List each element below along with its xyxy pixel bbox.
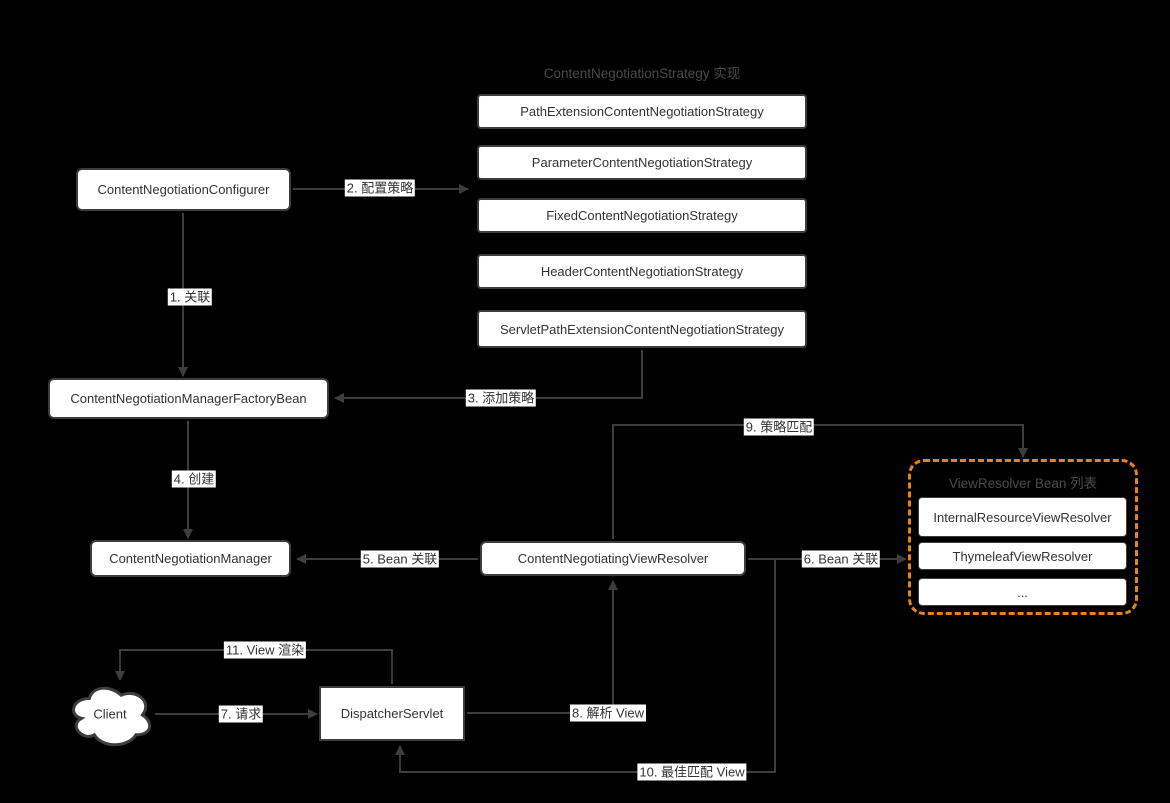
node-configurer: ContentNegotiationConfigurer — [76, 168, 291, 211]
node-internal-resource-view-resolver: InternalResourceViewResolver — [918, 497, 1127, 537]
viewresolver-group-title: ViewResolver Bean 列表 — [948, 476, 1098, 491]
edge-label-7: 7. 请求 — [218, 705, 264, 723]
node-resolver-ellipsis: ... — [918, 578, 1127, 606]
node-header-strategy: HeaderContentNegotiationStrategy — [477, 254, 807, 289]
edge-label-8: 8. 解析 View — [569, 704, 647, 722]
node-path-extension-strategy: PathExtensionContentNegotiationStrategy — [477, 94, 807, 129]
viewresolver-group — [908, 459, 1138, 615]
node-servlet-path-strategy: ServletPathExtensionContentNegotiationSt… — [477, 310, 807, 348]
edge-label-6: 6. Bean 关联 — [801, 550, 881, 568]
edge-label-2: 2. 配置策略 — [344, 179, 416, 197]
client-cloud — [72, 686, 152, 747]
edge-label-5: 5. Bean 关联 — [360, 550, 440, 568]
node-thymeleaf-view-resolver: ThymeleafViewResolver — [918, 542, 1127, 570]
edge-label-3: 3. 添加策略 — [465, 389, 537, 407]
edge-resolve-view — [467, 580, 618, 714]
edge-strategy-match — [612, 424, 1028, 539]
edge-label-1: 1. 关联 — [167, 288, 213, 306]
edge-label-11: 11. View 渲染 — [223, 641, 307, 659]
strategy-group-title: ContentNegotiationStrategy 实现 — [543, 66, 741, 81]
node-dispatcher-servlet: DispatcherServlet — [319, 686, 465, 741]
node-view-resolver: ContentNegotiatingViewResolver — [480, 541, 746, 576]
edge-label-9: 9. 策略匹配 — [743, 418, 815, 436]
node-fixed-strategy: FixedContentNegotiationStrategy — [477, 198, 807, 233]
edge-label-4: 4. 创建 — [171, 470, 217, 488]
node-factory-bean: ContentNegotiationManagerFactoryBean — [48, 378, 329, 419]
node-manager: ContentNegotiationManager — [90, 540, 291, 577]
edge-add-strategy — [334, 350, 643, 403]
edge-label-10: 10. 最佳匹配 View — [637, 763, 747, 781]
client-label: Client — [93, 706, 127, 722]
node-parameter-strategy: ParameterContentNegotiationStrategy — [477, 145, 807, 180]
edge-best-match-view — [395, 559, 776, 773]
